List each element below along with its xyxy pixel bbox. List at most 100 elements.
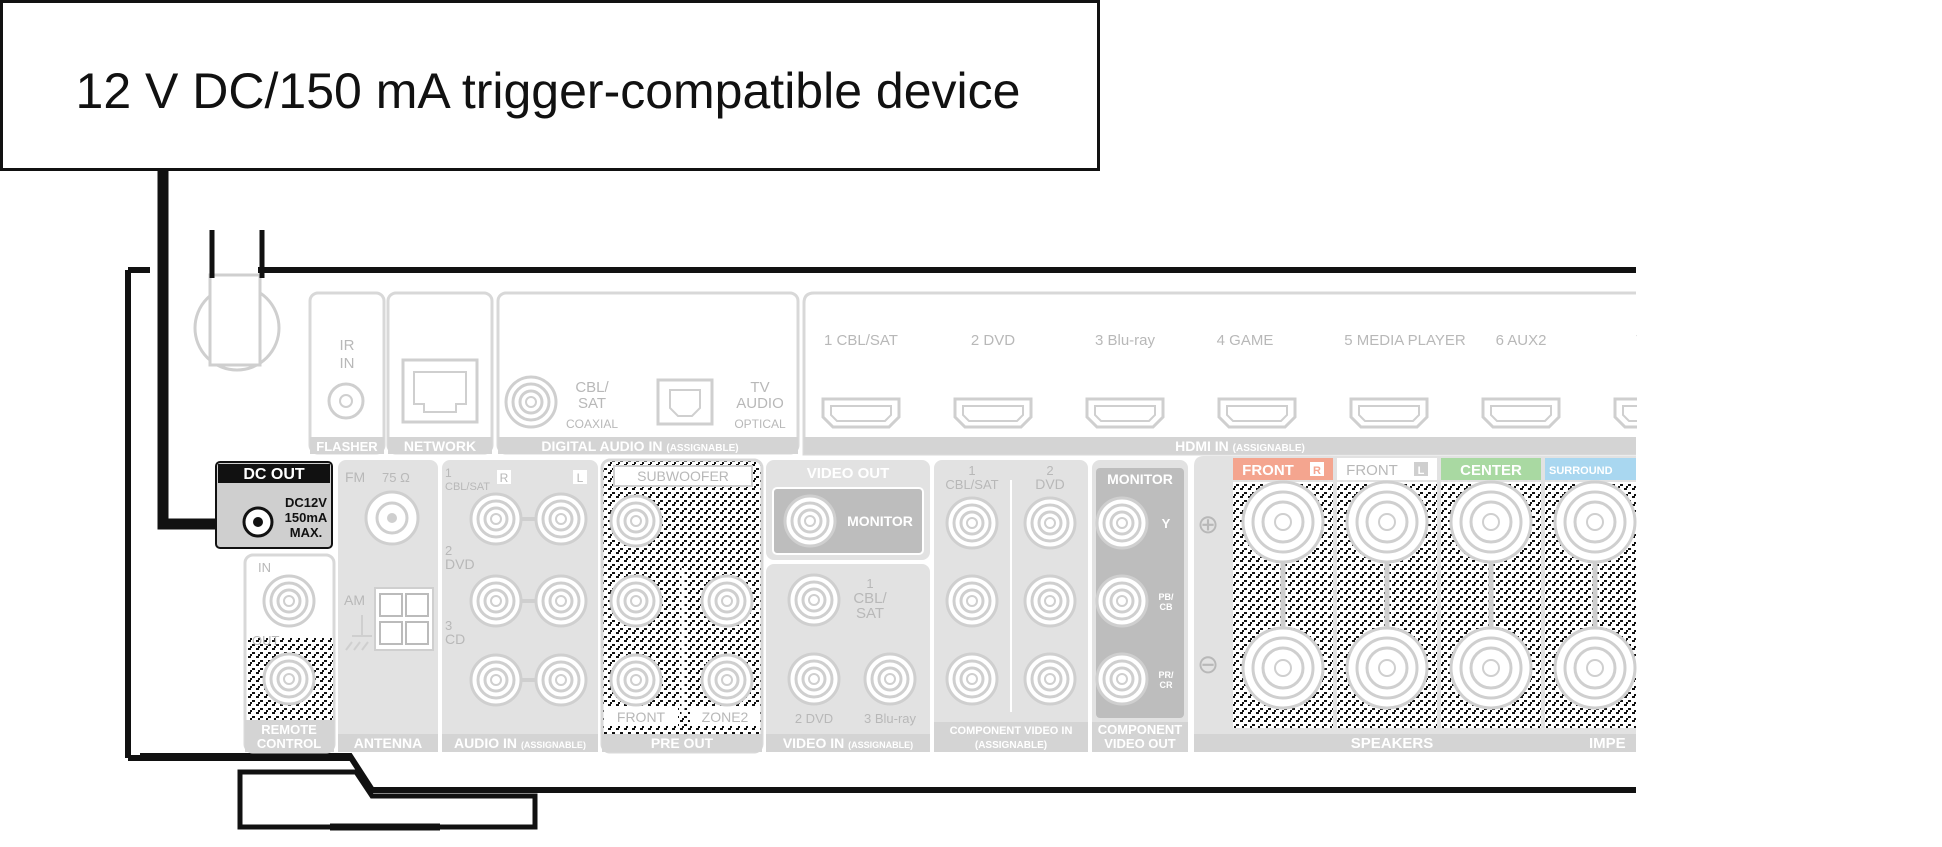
network-port[interactable] bbox=[401, 358, 479, 424]
hdmi-input-port[interactable] bbox=[1349, 397, 1429, 429]
remote-out-label: OUT bbox=[252, 633, 280, 648]
hdmi-input-label: 1 CBL/SAT bbox=[824, 332, 898, 349]
video-in-1-num: 1 bbox=[866, 576, 873, 591]
comp-cr-label: CR bbox=[1160, 680, 1173, 690]
trigger-device: 12 V DC/150 mA trigger-compatible device bbox=[0, 0, 1100, 171]
audio-in-label: AUDIO IN (ASSIGNABLE) bbox=[454, 735, 586, 751]
comp-pb-label: PB/ bbox=[1158, 592, 1174, 602]
plus-icon: ⊕ bbox=[1197, 509, 1219, 539]
remote-label-1: REMOTE bbox=[261, 722, 317, 737]
flasher-label: FLASHER bbox=[316, 439, 378, 454]
speaker-surround[interactable]: SURROUND bbox=[1545, 458, 1637, 728]
hdmi-input-label: 6 AUX2 bbox=[1496, 332, 1547, 349]
comp-in-2-label: DVD bbox=[1035, 476, 1065, 492]
remote-in-jack[interactable] bbox=[262, 574, 316, 628]
dc-out-spec-2: 150mA bbox=[285, 510, 328, 525]
pre-out-zone2-label: ZONE2 bbox=[702, 709, 749, 725]
component-out-jacks[interactable] bbox=[1095, 496, 1149, 706]
optical-label: OPTICAL bbox=[734, 417, 786, 431]
impedance-label: IMPE bbox=[1589, 735, 1626, 752]
video-in-sat-label: SAT bbox=[856, 605, 884, 622]
fm-label: FM bbox=[345, 469, 365, 485]
audio-in-1-num: 1 bbox=[445, 466, 452, 480]
audio-in-2-label: DVD bbox=[445, 556, 475, 572]
top-panel: IR IN FLASHER NETWORK CBL/ SAT COAXIAL T… bbox=[308, 291, 1693, 456]
lower-panel: IN OUT REMOTE CONTROL FM 75 Ω AM ANTENNA… bbox=[243, 456, 1637, 754]
hdmi-input-port[interactable] bbox=[1481, 397, 1561, 429]
hdmi-input-label: 3 Blu-ray bbox=[1095, 332, 1156, 349]
comp-in-1-num: 1 bbox=[968, 463, 975, 478]
audio-l-label: L bbox=[577, 471, 584, 485]
speaker-center[interactable]: CENTER bbox=[1441, 458, 1541, 728]
speaker-front-l[interactable]: FRONT L bbox=[1337, 458, 1437, 728]
surround-label: SURROUND bbox=[1549, 465, 1613, 477]
video-out-monitor-jack[interactable]: MONITOR bbox=[772, 487, 924, 555]
audio-in-1-label: CBL/SAT bbox=[445, 481, 490, 493]
ohm-label: 75 Ω bbox=[382, 470, 410, 485]
front-l-box: L bbox=[1418, 465, 1425, 477]
coaxial-label: COAXIAL bbox=[566, 417, 618, 431]
antenna-label: ANTENNA bbox=[354, 735, 422, 751]
comp-in-1-label: CBL/SAT bbox=[945, 477, 998, 492]
comp-in-2-num: 2 bbox=[1046, 463, 1053, 478]
video-out-monitor-label: MONITOR bbox=[847, 513, 913, 529]
center-label: CENTER bbox=[1460, 462, 1522, 479]
video-in-label: VIDEO IN (ASSIGNABLE) bbox=[783, 735, 913, 751]
audio-in-jacks[interactable] bbox=[469, 492, 588, 707]
comp-in-label-1: COMPONENT VIDEO IN bbox=[950, 725, 1073, 737]
pre-out-label: PRE OUT bbox=[651, 735, 714, 751]
front-r-label: FRONT bbox=[1242, 462, 1294, 479]
subwoofer-label: SUBWOOFER bbox=[637, 468, 729, 484]
power-inlet bbox=[193, 230, 281, 372]
comp-out-label-2: VIDEO OUT bbox=[1104, 736, 1176, 751]
hdmi-input-label: 5 MEDIA PLAYER bbox=[1344, 332, 1466, 349]
receiver-outline bbox=[125, 267, 1636, 831]
device-label: 12 V DC/150 mA trigger-compatible device bbox=[76, 63, 1021, 119]
comp-pr-label: PR/ bbox=[1158, 670, 1174, 680]
comp-out-label-1: COMPONENT bbox=[1098, 722, 1183, 737]
hdmi-input-label: 2 DVD bbox=[971, 332, 1015, 349]
dc-out-spec-1: DC12V bbox=[285, 495, 327, 510]
pre-out-front-label: FRONT bbox=[617, 709, 666, 725]
remote-label-2: CONTROL bbox=[257, 736, 321, 751]
video-in-3-label: 3 Blu-ray bbox=[864, 711, 917, 726]
minus-icon: ⊖ bbox=[1197, 649, 1219, 679]
hdmi-in-label: HDMI IN (ASSIGNABLE) bbox=[1175, 438, 1305, 454]
ir-jack[interactable] bbox=[327, 382, 365, 420]
digital-audio-in-label: DIGITAL AUDIO IN (ASSIGNABLE) bbox=[541, 438, 738, 454]
comp-out-monitor-label: MONITOR bbox=[1107, 471, 1173, 487]
remote-in-label: IN bbox=[258, 560, 271, 575]
hdmi-input-port[interactable] bbox=[1217, 397, 1297, 429]
hdmi-input-port[interactable] bbox=[821, 397, 901, 429]
ir-label: IR bbox=[340, 337, 355, 354]
remote-out-jack[interactable] bbox=[262, 652, 316, 706]
speaker-front-r[interactable]: FRONT R bbox=[1233, 458, 1333, 728]
comp-in-label-2: (ASSIGNABLE) bbox=[975, 740, 1047, 751]
video-in-cbl-label: CBL/ bbox=[853, 590, 887, 607]
optical-jack[interactable] bbox=[656, 378, 714, 426]
fm-antenna-jack[interactable] bbox=[364, 490, 420, 546]
audio-in-3-num: 3 bbox=[445, 618, 452, 633]
speakers-label: SPEAKERS bbox=[1351, 735, 1434, 752]
optical-audio-label: AUDIO bbox=[736, 395, 784, 412]
coaxial-jack[interactable] bbox=[504, 375, 558, 429]
front-l-label: FRONT bbox=[1346, 462, 1398, 479]
pre-out-jacks[interactable] bbox=[609, 494, 754, 715]
hdmi-input-port[interactable] bbox=[953, 397, 1033, 429]
dc-out-spec-3: MAX. bbox=[290, 525, 323, 540]
dc-out-jack[interactable]: DC OUT DC12V 150mA MAX. bbox=[215, 461, 333, 549]
audio-r-label: R bbox=[500, 471, 509, 485]
audio-in-3-label: CD bbox=[445, 631, 465, 647]
optical-tv-label: TV bbox=[750, 379, 769, 396]
comp-cb-label: CB bbox=[1160, 602, 1173, 612]
dc-out-title: DC OUT bbox=[243, 466, 305, 483]
front-r-box: R bbox=[1313, 465, 1321, 477]
coaxial-cbl-label: CBL/ bbox=[575, 379, 609, 396]
audio-in-2-num: 2 bbox=[445, 543, 452, 558]
hdmi-input-label: 4 GAME bbox=[1217, 332, 1274, 349]
comp-y-label: Y bbox=[1162, 516, 1171, 531]
am-label: AM bbox=[344, 592, 365, 608]
am-antenna-terminal[interactable] bbox=[345, 587, 434, 651]
hdmi-input-port[interactable] bbox=[1085, 397, 1165, 429]
